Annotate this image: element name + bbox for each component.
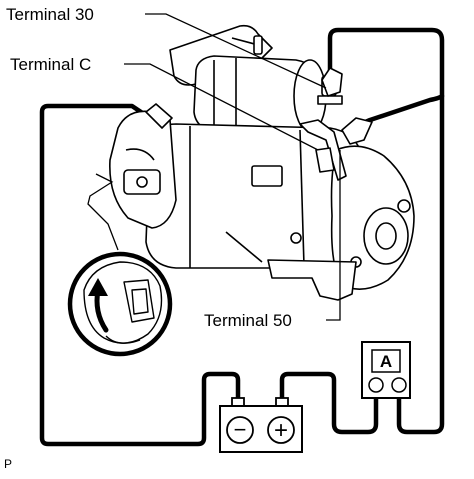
- mounting-foot: [267, 259, 357, 301]
- clip-terminal-50: [341, 117, 373, 145]
- lead-to-terminal-50: [353, 93, 445, 129]
- leader-terminal-30: [145, 13, 327, 89]
- label-terminal-c: Terminal C: [10, 55, 91, 74]
- battery-negative-sign: −: [234, 417, 247, 442]
- label-terminal-30: Terminal 30: [6, 5, 94, 24]
- label-terminal-50: Terminal 50: [204, 311, 292, 330]
- bracket-bolt-icon: [253, 35, 263, 55]
- starter-motor: [109, 24, 415, 301]
- lead-negative: [39, 103, 241, 447]
- through-bolt-icon: [397, 199, 411, 213]
- battery-post-negative: [231, 397, 245, 407]
- ammeter-display: [371, 349, 401, 373]
- lead-positive-to-ammeter: [279, 371, 379, 435]
- test-leads: [39, 27, 445, 447]
- rotation-arrow-head-icon: [88, 278, 108, 296]
- ammeter-symbol: A: [380, 352, 392, 371]
- clip-terminal-30: [321, 67, 343, 97]
- lead-ammeter-to-terminal-30: [327, 27, 445, 435]
- corner-mark: P: [4, 457, 12, 471]
- battery-post-positive: [275, 397, 289, 407]
- battery: − +: [219, 397, 303, 453]
- field-coil-strap: [299, 119, 347, 181]
- leader-terminal-c: [124, 63, 319, 151]
- battery-positive-icon: [267, 416, 295, 444]
- ammeter-terminal-right: [391, 377, 407, 393]
- battery-positive-sign: +: [274, 417, 288, 444]
- ammeter-terminal-left: [368, 377, 384, 393]
- clip-negative: [145, 103, 173, 129]
- ammeter: A: [361, 341, 411, 399]
- leader-terminal-50: [326, 150, 341, 321]
- leader-lines: [124, 13, 341, 321]
- battery-negative-icon: [226, 416, 254, 444]
- housing-nameplate: [251, 165, 283, 187]
- detail-callout: [67, 173, 173, 357]
